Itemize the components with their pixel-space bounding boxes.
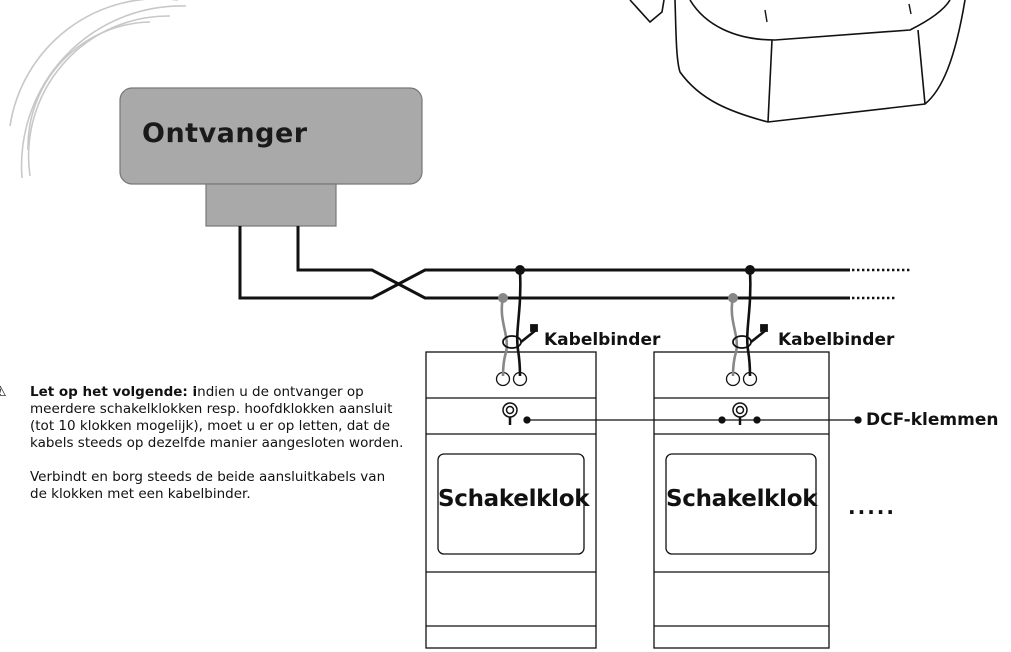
dcf-leader-line [523, 416, 862, 424]
clock-unit-2 [653, 351, 830, 649]
cable-tie-label-2: Kabelbinder [778, 330, 895, 350]
receiver-wires [238, 226, 850, 300]
radio-waves-icon [9, 0, 187, 179]
more-clocks-indicator: ..... [848, 495, 896, 519]
note-bold-letter: i [192, 384, 198, 400]
clock-label-1: Schakelklok [438, 486, 590, 512]
dcf-terminal-icon [732, 402, 748, 425]
note-bold-prefix: Let op het volgende: [30, 384, 193, 400]
dcf-terminals-label: DCF-klemmen [866, 410, 999, 430]
wire-continuation-dots [852, 268, 912, 300]
receiver-unit [119, 87, 423, 227]
clock-1-drop-wires [500, 269, 522, 377]
warning-triangle-icon: ⚠ [0, 384, 7, 400]
clock-unit-1 [425, 351, 597, 649]
cable-tie-icon [732, 324, 768, 349]
note-paragraph-1: ndien u de ontvanger op meerdere schakel… [30, 384, 404, 451]
receiver-label: Ontvanger [142, 118, 308, 149]
clock-label-2: Schakelklok [666, 486, 818, 512]
clock-2-drop-wires [730, 269, 752, 377]
antenna-housing [629, 0, 966, 123]
cable-tie-label-1: Kabelbinder [544, 330, 661, 350]
cable-tie-icon [502, 324, 538, 349]
dcf-terminal-icon [502, 402, 518, 425]
note-paragraph-2: Verbindt en borg steeds de beide aanslui… [30, 469, 386, 502]
installation-note: ⚠ Let op het volgende: indien u de ontvan… [0, 384, 406, 503]
